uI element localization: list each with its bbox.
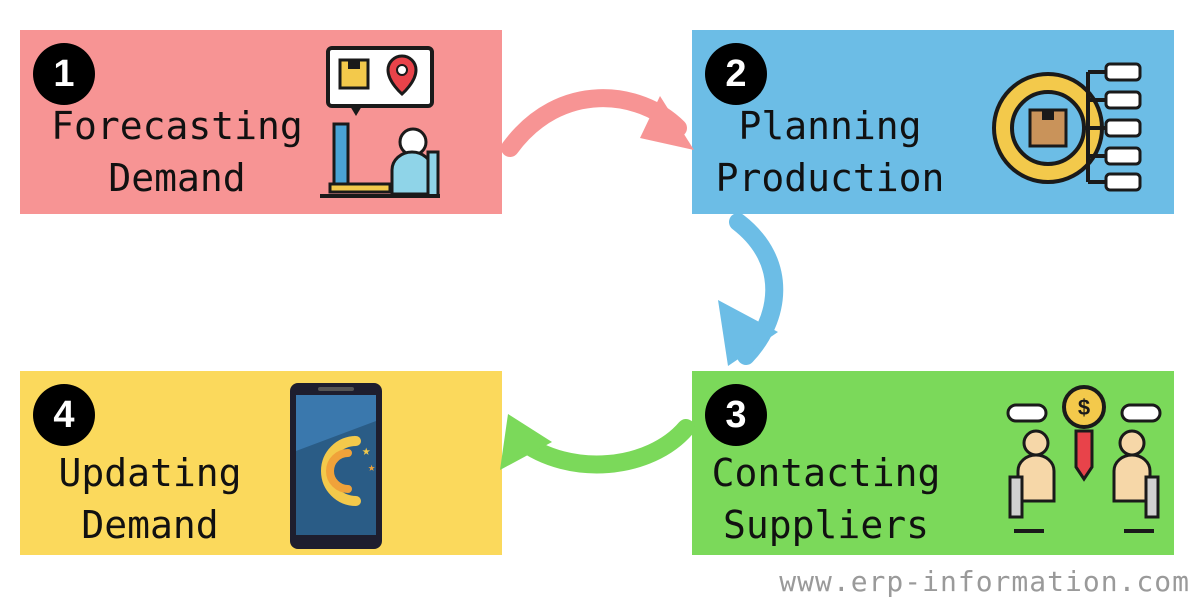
step-number-badge: 1 [33, 43, 95, 105]
step-label: Updating Demand [40, 447, 260, 551]
step-label-line2: Suppliers [723, 503, 929, 547]
step-contacting-suppliers: 3 Contacting Suppliers $ [692, 371, 1174, 555]
step-number-badge: 4 [33, 384, 95, 446]
svg-text:★: ★ [362, 443, 371, 459]
svg-text:★: ★ [368, 460, 375, 474]
production-gear-icon [992, 62, 1142, 192]
watermark-url: www.erp-information.com [779, 565, 1190, 598]
step-forecasting-demand: 1 Forecasting Demand [20, 30, 502, 214]
step-label-line2: Demand [108, 156, 246, 200]
step-label-line1: Contacting [711, 451, 941, 495]
supplier-negotiation-icon: $ [1006, 385, 1162, 533]
svg-text:$: $ [1078, 395, 1090, 420]
step-planning-production: 2 Planning Production [692, 30, 1174, 214]
step-label-line2: Demand [81, 503, 219, 547]
step-label-line1: Planning [738, 104, 922, 148]
step-label: Forecasting Demand [42, 100, 312, 204]
step-updating-demand: 4 Updating Demand ★ ★ ★ [20, 371, 502, 555]
step-label: Contacting Suppliers [706, 447, 946, 551]
step-number-badge: 2 [705, 43, 767, 105]
step-label-line1: Updating [58, 451, 242, 495]
svg-text:★: ★ [350, 431, 359, 447]
mobile-app-icon: ★ ★ ★ [290, 383, 382, 549]
step-number-badge: 3 [705, 384, 767, 446]
step-label: Planning Production [710, 100, 950, 204]
step-label-line1: Forecasting [51, 104, 303, 148]
step-label-line2: Production [715, 156, 945, 200]
forecasting-monitor-icon [320, 46, 440, 198]
